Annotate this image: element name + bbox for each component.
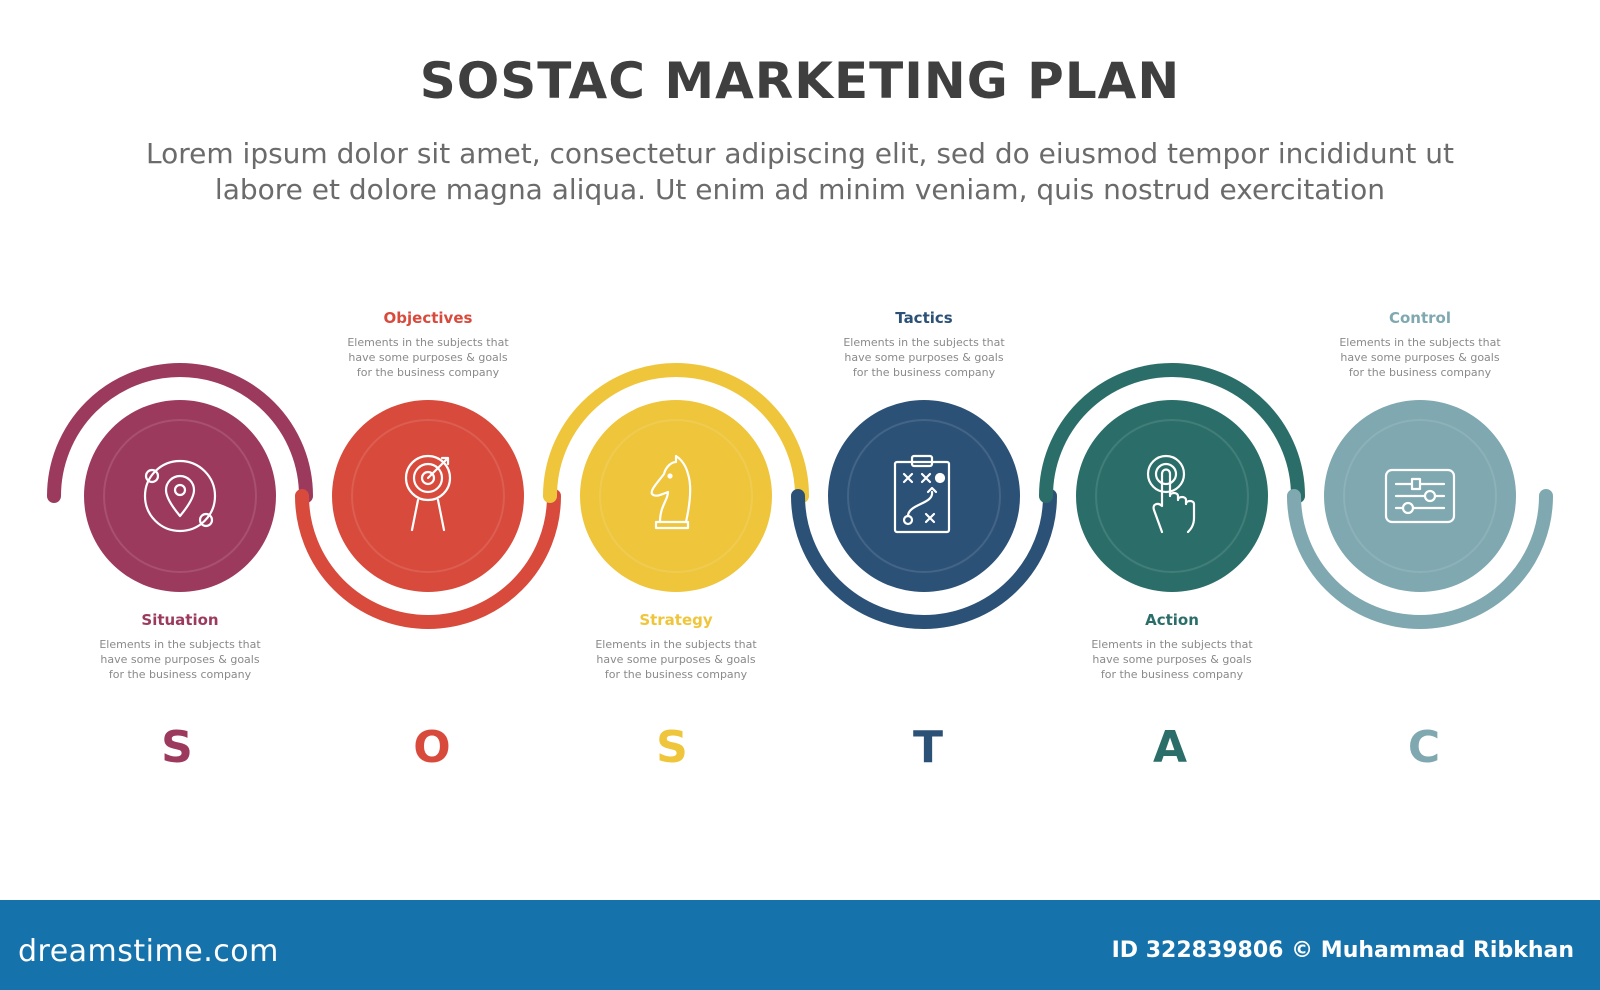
page-subtitle: Lorem ipsum dolor sit amet, consectetur … (100, 136, 1500, 208)
wave-arc-strategy (543, 363, 809, 503)
brand-logo-text[interactable]: dreamstime.com (18, 934, 279, 969)
step-title: Control (1388, 309, 1451, 327)
sliders-icon (1384, 468, 1456, 524)
wave-arc-situation (47, 363, 313, 503)
page-title: SOSTAC MARKETING PLAN (419, 52, 1181, 110)
footer-bar: dreamstime.com ID 322839806 © Muhammad R… (0, 900, 1600, 990)
step-title: Objectives (383, 309, 473, 327)
step-description: Elements in the subjects that have some … (595, 638, 757, 681)
step-label-strategy: Strategy Elements in the subjects that h… (556, 611, 796, 682)
wave-arc-control (1287, 489, 1553, 629)
step-title: Strategy (639, 611, 713, 629)
step-description: Elements in the subjects that have some … (99, 638, 261, 681)
chess-knight-icon (650, 454, 692, 530)
step-description: Elements in the subjects that have some … (1091, 638, 1253, 681)
step-label-situation: Situation Elements in the subjects that … (60, 611, 300, 682)
step-label-tactics: Tactics Elements in the subjects that ha… (804, 309, 1044, 380)
step-inner-circle-action (1095, 419, 1249, 573)
wave-arc-objectives (295, 489, 561, 629)
step-label-control: Control Elements in the subjects that ha… (1300, 309, 1540, 380)
location-orbit-icon (143, 459, 217, 533)
tactics-clipboard-icon (893, 454, 951, 534)
target-icon (404, 454, 452, 532)
step-description: Elements in the subjects that have some … (1339, 336, 1501, 379)
step-inner-circle-objectives (351, 419, 505, 573)
letter-a: A (1152, 722, 1188, 773)
step-label-action: Action Elements in the subjects that hav… (1052, 611, 1292, 682)
subtitle-line-1: Lorem ipsum dolor sit amet, consectetur … (146, 137, 1454, 170)
letter-o: O (413, 722, 451, 773)
touch-hand-icon (1146, 454, 1196, 534)
image-credit: ID 322839806 © Muhammad Ribkhan (1111, 938, 1574, 963)
wave-arc-tactics (791, 489, 1057, 629)
step-inner-circle-tactics (847, 419, 1001, 573)
step-title: Situation (141, 611, 219, 629)
step-inner-circle-strategy (599, 419, 753, 573)
step-description: Elements in the subjects that have some … (843, 336, 1005, 379)
step-description: Elements in the subjects that have some … (347, 336, 509, 379)
wave-arc-action (1039, 363, 1305, 503)
letter-s2: S (656, 722, 688, 773)
step-label-objectives: Objectives Elements in the subjects that… (308, 309, 548, 380)
letter-s: S (161, 722, 193, 773)
letter-t: T (912, 722, 943, 773)
step-title: Action (1145, 611, 1199, 629)
step-title: Tactics (895, 309, 953, 327)
subtitle-line-2: labore et dolore magna aliqua. Ut enim a… (214, 173, 1386, 206)
letter-c: C (1407, 722, 1441, 773)
